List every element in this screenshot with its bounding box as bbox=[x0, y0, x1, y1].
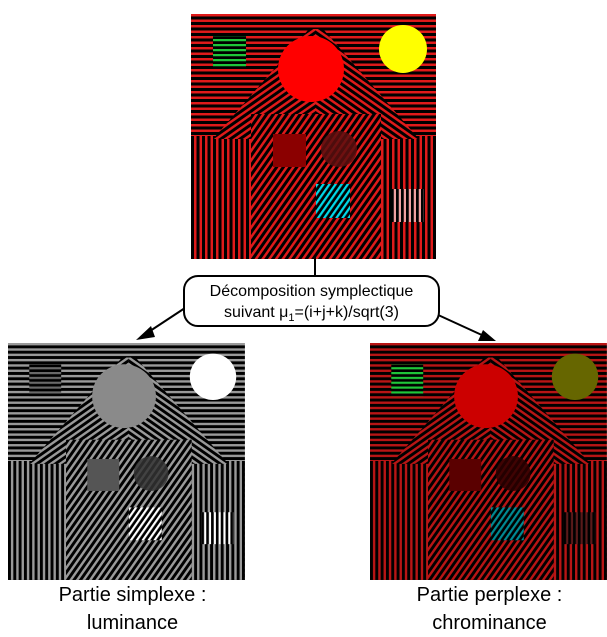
roof-right bbox=[490, 357, 591, 464]
arrow-to-luminance bbox=[136, 305, 189, 340]
luminance-caption: Partie simplexe : luminance bbox=[15, 581, 250, 637]
decomposition-line2: suivant μ1=(i+j+k)/sqrt(3) bbox=[184, 302, 439, 329]
roof-right bbox=[128, 357, 229, 464]
sun-disc bbox=[379, 25, 427, 73]
chrominance-caption: Partie perplexe : chrominance bbox=[372, 581, 607, 637]
original-image bbox=[191, 14, 436, 259]
green-flag bbox=[29, 364, 62, 397]
house-body bbox=[66, 439, 192, 580]
dark-square bbox=[449, 459, 482, 491]
mu-formula: =(i+j+k)/sqrt(3) bbox=[294, 304, 399, 321]
bars-square bbox=[391, 189, 424, 222]
striped-square bbox=[128, 507, 162, 541]
decomposition-line1: Décomposition symplectique bbox=[209, 283, 414, 300]
dark-disc bbox=[495, 456, 531, 491]
decomposition-label: Décomposition symplectique suivant μ1=(i… bbox=[184, 281, 439, 329]
dark-square bbox=[273, 134, 306, 167]
house-body bbox=[428, 439, 554, 580]
striped-square bbox=[316, 184, 350, 218]
mu-subscript: 1 bbox=[288, 312, 295, 325]
chrominance-image bbox=[370, 343, 607, 580]
striped-square bbox=[490, 507, 524, 541]
green-flag bbox=[213, 36, 246, 69]
sun-disc bbox=[551, 353, 599, 401]
sun-disc bbox=[189, 353, 237, 401]
chrominance-caption-line1: Partie perplexe : bbox=[416, 584, 563, 606]
ball-disc bbox=[92, 364, 156, 429]
arrow-to-chrominance bbox=[435, 313, 496, 341]
dark-disc bbox=[321, 131, 357, 167]
mu-symbol: suivant μ bbox=[224, 304, 289, 321]
ball-disc bbox=[454, 364, 518, 429]
dark-square bbox=[87, 459, 120, 491]
luminance-image bbox=[8, 343, 245, 580]
dark-disc bbox=[133, 456, 169, 491]
green-flag bbox=[391, 364, 424, 397]
chrominance-caption-line2: chrominance bbox=[432, 612, 547, 634]
bars-square bbox=[563, 512, 596, 545]
decomposition-box bbox=[183, 275, 440, 327]
luminance-caption-line1: Partie simplexe : bbox=[58, 584, 207, 606]
bars-square bbox=[201, 512, 234, 545]
roof-right bbox=[316, 29, 419, 139]
luminance-caption-line2: luminance bbox=[86, 612, 179, 634]
ball-disc bbox=[278, 36, 344, 102]
